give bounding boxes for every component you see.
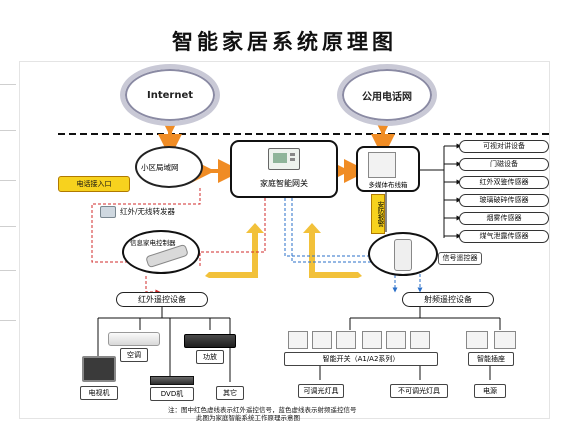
sensor-glass: 玻璃破碎传感器 [459,194,549,207]
internet-label: Internet [146,89,193,101]
gateway-device-icon [268,148,300,170]
ir-device-other: 其它 [216,386,244,400]
security-alarm-box: 安防报警 [371,194,385,234]
bus-label: 多媒体布线箱 [368,181,408,189]
rf-remote-label: 信号遥控器 [438,252,482,265]
internet-cloud: Internet [120,64,220,126]
multimedia-bus-box: 多媒体布线箱 [356,146,420,192]
smart-switch-image-4 [362,331,382,349]
ir-device-amplifier: 功放 [196,350,224,364]
remote-icon [394,239,412,271]
smart-socket-image-1 [466,331,488,349]
ir-device-ac: 空调 [120,348,148,362]
edge-mark [0,130,16,131]
smart-switch-image-5 [386,331,406,349]
bus-device-icon [368,152,396,178]
ir-device-tv: 电视机 [80,386,118,400]
sensor-intercom: 可视对讲设备 [459,140,549,153]
ir-converter-label: 红外/无线转发器 [120,207,176,216]
hand-remote-icon [145,243,189,269]
rf-remote-hub: 射频遥控设备 [402,292,494,307]
edge-mark [0,270,16,271]
gateway-label: 家庭智能网关 [260,179,308,188]
sensor-infrared: 红外双鉴传感器 [459,176,549,189]
smart-home-gateway: 家庭智能网关 [230,140,338,198]
smart-switch-image-2 [312,331,332,349]
footnote-line-1: 注：图中红色虚线表示红外遥控信号，蓝色虚线表示射频遥控信号 [168,406,357,414]
phone-network-label: 公用电话网 [362,91,412,103]
controller-left-label: 信息家电控制器 [130,239,176,247]
footnote-line-2: 此图为家庭智能系统工作原理示意图 [196,414,300,422]
ir-remote-hub: 红外遥控设备 [116,292,208,307]
dvd-image [150,376,194,385]
rf-remote-controller [368,232,438,276]
amplifier-image [184,334,236,348]
info-appliance-controller: 信息家电控制器 [122,230,200,274]
air-conditioner-image [108,332,160,346]
ir-converter-icon [100,206,116,218]
smart-switch-image-1 [288,331,308,349]
rf-device-switch: 智能开关（A1/A2系列） [284,352,438,366]
smart-switch-image-3 [336,331,356,349]
sensor-door: 门磁设备 [459,158,549,171]
edge-mark [0,226,16,227]
rf-device-dimmable-light: 可调光灯具 [298,384,344,398]
tv-image [82,356,116,382]
rf-device-socket: 智能插座 [468,352,514,366]
lan-node: 小区局域网 [135,146,203,188]
sensor-gas: 煤气泄露传感器 [459,230,549,243]
smart-socket-image-2 [494,331,516,349]
rf-device-power: 电源 [474,384,506,398]
edge-mark [0,180,16,181]
ir-device-dvd: DVD机 [150,387,194,401]
page-title: 智能家居系统原理图 [172,29,397,54]
phone-network-cloud: 公用电话网 [337,64,437,126]
phone-access-label: 电话接入口 [58,176,130,192]
lan-label: 小区局域网 [141,163,179,172]
rf-device-nondimmable-light: 不可调光灯具 [390,384,448,398]
edge-mark [0,84,16,85]
sensor-smoke: 烟雾传感器 [459,212,549,225]
edge-mark [0,320,16,321]
smart-switch-image-6 [410,331,430,349]
yellow-arrows [205,223,362,278]
